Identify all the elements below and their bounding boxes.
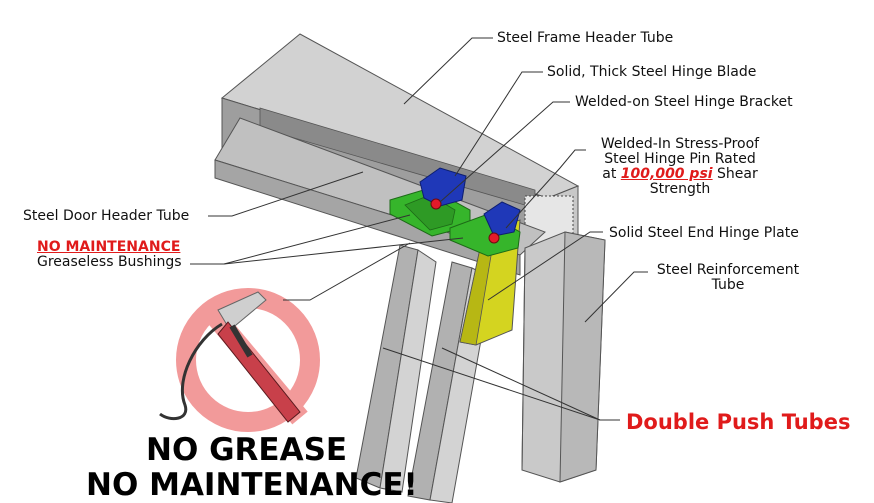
grease-gun-icon xyxy=(217,291,267,331)
label-end-hinge-plate: Solid Steel End Hinge Plate xyxy=(609,225,799,241)
hinge-pin-right xyxy=(488,232,500,244)
no-grease-sign-icon xyxy=(159,288,320,432)
hinge-blade-right xyxy=(483,201,521,244)
label-hinge-bracket: Welded-on Steel Hinge Bracket xyxy=(575,94,793,110)
label-hinge-pin: Welded-In Stress-Proof Steel Hinge Pin R… xyxy=(590,137,770,197)
headline-no-maintenance: NO MAINTENANCE! xyxy=(86,467,418,503)
label-hinge-pin-psi: 100,000 psi xyxy=(620,166,713,182)
label-greaseless-bushings: NO MAINTENANCE Greaseless Bushings xyxy=(37,240,182,270)
label-no-maintenance-small: NO MAINTENANCE xyxy=(37,239,181,255)
label-hinge-pin-line4: Strength xyxy=(649,181,711,197)
label-hinge-pin-line3-post: Shear xyxy=(712,166,758,182)
label-hinge-pin-line3: at 100,000 psi Shear xyxy=(590,167,770,182)
label-hinge-pin-line3-pre: at xyxy=(602,166,621,182)
label-reinforcement-tube: Steel Reinforcement Tube xyxy=(648,263,808,293)
label-door-header-tube: Steel Door Header Tube xyxy=(23,208,190,224)
push-tube-left xyxy=(355,244,437,493)
label-hinge-blade: Solid, Thick Steel Hinge Blade xyxy=(547,64,757,80)
hinge-pin-left xyxy=(430,198,442,210)
reinforcement-tube xyxy=(521,231,606,483)
label-reinforcement-line1: Steel Reinforcement xyxy=(656,262,800,278)
label-hinge-pin-line1: Welded-In Stress-Proof xyxy=(600,136,760,152)
leader-lines xyxy=(190,37,648,421)
headline-no-grease: NO GREASE xyxy=(146,432,348,468)
label-hinge-pin-line2: Steel Hinge Pin Rated xyxy=(604,151,756,167)
label-greaseless: Greaseless Bushings xyxy=(37,254,182,270)
label-reinforcement-line2: Tube xyxy=(711,277,745,293)
label-frame-header-tube: Steel Frame Header Tube xyxy=(497,30,674,46)
label-double-push-tubes: Double Push Tubes xyxy=(626,410,851,434)
hinge-blade-left xyxy=(419,167,467,210)
